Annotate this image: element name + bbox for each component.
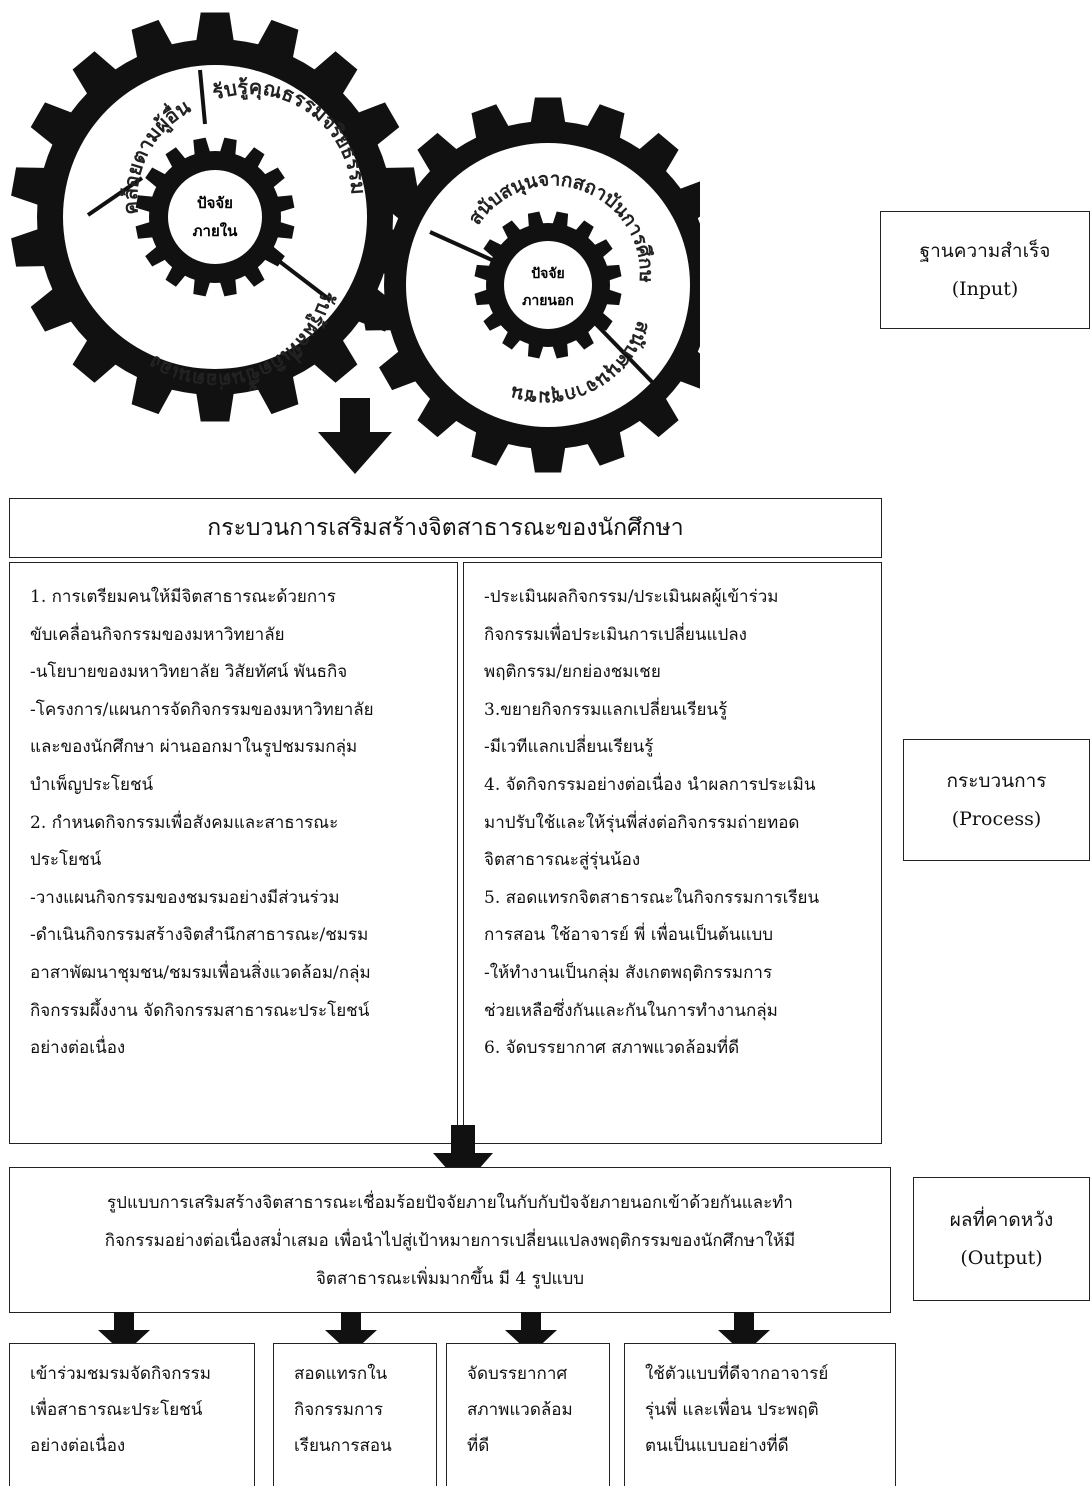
gears-illustration: คล้อยตามผู้อื่น รับรู้คุณธรรมจริยธรรม รั…	[0, 0, 700, 473]
left-line: อย่างต่อเนื่อง	[30, 1038, 126, 1059]
output-model-line: จิตสาธารณะเพิ่มมากขึ้น มี 4 รูปแบบ	[315, 1269, 585, 1289]
left-line: -ดำเนินกิจกรรมสร้างจิตสำนึกสาธารณะ/ชมรม	[30, 925, 369, 946]
output-label-box: ผลที่คาดหวัง (Output)	[913, 1177, 1090, 1301]
internal-center-line2: ภายใน	[193, 222, 238, 240]
model-4-line: ตนเป็นแบบอย่างที่ดี	[645, 1436, 789, 1456]
left-line: -โครงการ/แผนการจัดกิจกรรมของมหาวิทยาลัย	[30, 699, 374, 720]
model-1-line: เข้าร่วมชมรมจัดกิจกรรม	[30, 1364, 211, 1384]
process-label-title: กระบวนการ	[946, 770, 1047, 792]
left-line: -วางแผนกิจกรรมของชมรมอย่างมีส่วนร่วม	[30, 887, 340, 908]
arrow-model-2	[325, 1312, 377, 1354]
external-center-line1: ปัจจัย	[531, 266, 565, 282]
left-line: และของนักศึกษา ผ่านออกมาในรูปชมรมกลุ่ม	[30, 737, 358, 758]
process-left-column: 1. การเตรียมคนให้มีจิตสาธารณะด้วยการ ขับ…	[9, 562, 458, 1144]
process-title-text: กระบวนการเสริมสร้างจิตสาธารณะของนักศึกษา	[207, 515, 684, 541]
right-line: -ให้ทำงานเป็นกลุ่ม สังเกตพฤติกรรมการ	[484, 962, 773, 983]
right-line: -มีเวทีแลกเปลี่ยนเรียนรู้	[484, 737, 654, 758]
input-label-title: ฐานความสำเร็จ	[919, 240, 1051, 262]
input-label-sub: (Input)	[951, 278, 1019, 300]
right-line: พฤติกรรม/ยกย่องชมเชย	[484, 662, 661, 683]
arrow-model-4	[718, 1312, 770, 1354]
internal-factor-gear: คล้อยตามผู้อื่น รับรู้คุณธรรมจริยธรรม รั…	[11, 12, 419, 422]
right-line: การสอน ใช้อาจารย์ พี่ เพื่อนเป็นต้นแบบ	[484, 925, 774, 946]
right-line: ช่วยเหลือซึ่งกันและกันในการทำงานกลุ่ม	[484, 1000, 778, 1021]
left-line: อาสาพัฒนาชุมชน/ชมรมเพื่อนสิ่งแวดล้อม/กลุ…	[30, 962, 371, 983]
right-line: 6. จัดบรรยากาศ สภาพแวดล้อมที่ดี	[484, 1038, 740, 1059]
model-box-2: สอดแทรกใน กิจกรรมการ เรียนการสอน	[273, 1343, 437, 1486]
output-model-line: กิจกรรมอย่างต่อเนื่องสม่ำเสมอ เพื่อนำไปส…	[104, 1231, 796, 1251]
left-line: ขับเคลื่อนกิจกรรมของมหาวิทยาลัย	[30, 624, 285, 645]
process-title: กระบวนการเสริมสร้างจิตสาธารณะของนักศึกษา	[9, 498, 882, 558]
model-4-line: รุ่นพี่ และเพื่อน ประพฤติ	[645, 1400, 819, 1420]
left-line: -นโยบายของมหาวิทยาลัย วิสัยทัศน์ พันธกิจ	[30, 662, 348, 683]
model-1-line: เพื่อสาธารณะประโยชน์	[30, 1400, 203, 1420]
model-4-line: ใช้ตัวแบบที่ดีจากอาจารย์	[645, 1364, 829, 1384]
output-label-title: ผลที่คาดหวัง	[949, 1209, 1054, 1231]
external-center-line2: ภายนอก	[522, 293, 574, 309]
model-2-line: กิจกรรมการ	[294, 1400, 383, 1420]
process-right-column: -ประเมินผลกิจกรรม/ประเมินผลผู้เข้าร่วม ก…	[463, 562, 882, 1144]
arrow-model-3	[505, 1312, 557, 1354]
model-box-3: จัดบรรยากาศ สภาพแวดล้อม ที่ดี	[446, 1343, 610, 1486]
model-2-line: สอดแทรกใน	[294, 1364, 388, 1384]
input-label-box: ฐานความสำเร็จ (Input)	[880, 211, 1090, 329]
model-3-line: จัดบรรยากาศ	[467, 1364, 568, 1384]
model-1-line: อย่างต่อเนื่อง	[30, 1436, 126, 1456]
output-model-box: รูปแบบการเสริมสร้างจิตสาธารณะเชื่อมร้อยป…	[9, 1167, 891, 1313]
model-box-4: ใช้ตัวแบบที่ดีจากอาจารย์ รุ่นพี่ และเพื่…	[624, 1343, 896, 1486]
model-box-1: เข้าร่วมชมรมจัดกิจกรรม เพื่อสาธารณะประโย…	[9, 1343, 255, 1486]
left-line: 2. กำหนดกิจกรรมเพื่อสังคมและสาธารณะ	[30, 812, 339, 833]
right-line: -ประเมินผลกิจกรรม/ประเมินผลผู้เข้าร่วม	[484, 587, 779, 607]
right-line: 3.ขยายกิจกรรมแลกเปลี่ยนเรียนรู้	[484, 699, 728, 720]
model-3-line: สภาพแวดล้อม	[467, 1400, 573, 1420]
right-line: 5. สอดแทรกจิตสาธารณะในกิจกรรมการเรียน	[484, 887, 820, 908]
arrow-down-main	[318, 398, 392, 474]
arrow-down-process	[433, 1125, 493, 1187]
left-line: ประโยชน์	[30, 850, 102, 871]
model-2-line: เรียนการสอน	[294, 1436, 392, 1456]
model-3-line: ที่ดี	[467, 1436, 490, 1456]
left-line: 1. การเตรียมคนให้มีจิตสาธารณะด้วยการ	[30, 587, 336, 607]
internal-center-line1: ปัจจัย	[197, 194, 233, 212]
process-label-sub: (Process)	[951, 808, 1042, 830]
right-line: มาปรับใช้และให้รุ่นพี่ส่งต่อกิจกรรมถ่ายท…	[484, 812, 800, 833]
output-label-sub: (Output)	[960, 1247, 1043, 1269]
right-line: จิตสาธารณะสู่รุ่นน้อง	[484, 850, 641, 871]
right-line: กิจกรรมเพื่อประเมินการเปลี่ยนแปลง	[484, 624, 747, 645]
left-line: กิจกรรมผึ้งงาน จัดกิจกรรมสาธารณะประโยชน์	[30, 1000, 370, 1021]
arrow-model-1	[98, 1312, 150, 1354]
output-model-line: รูปแบบการเสริมสร้างจิตสาธารณะเชื่อมร้อยป…	[107, 1193, 793, 1213]
right-line: 4. จัดกิจกรรมอย่างต่อเนื่อง นำผลการประเม…	[484, 774, 816, 795]
process-label-box: กระบวนการ (Process)	[903, 739, 1090, 861]
left-line: บำเพ็ญประโยชน์	[30, 774, 154, 795]
